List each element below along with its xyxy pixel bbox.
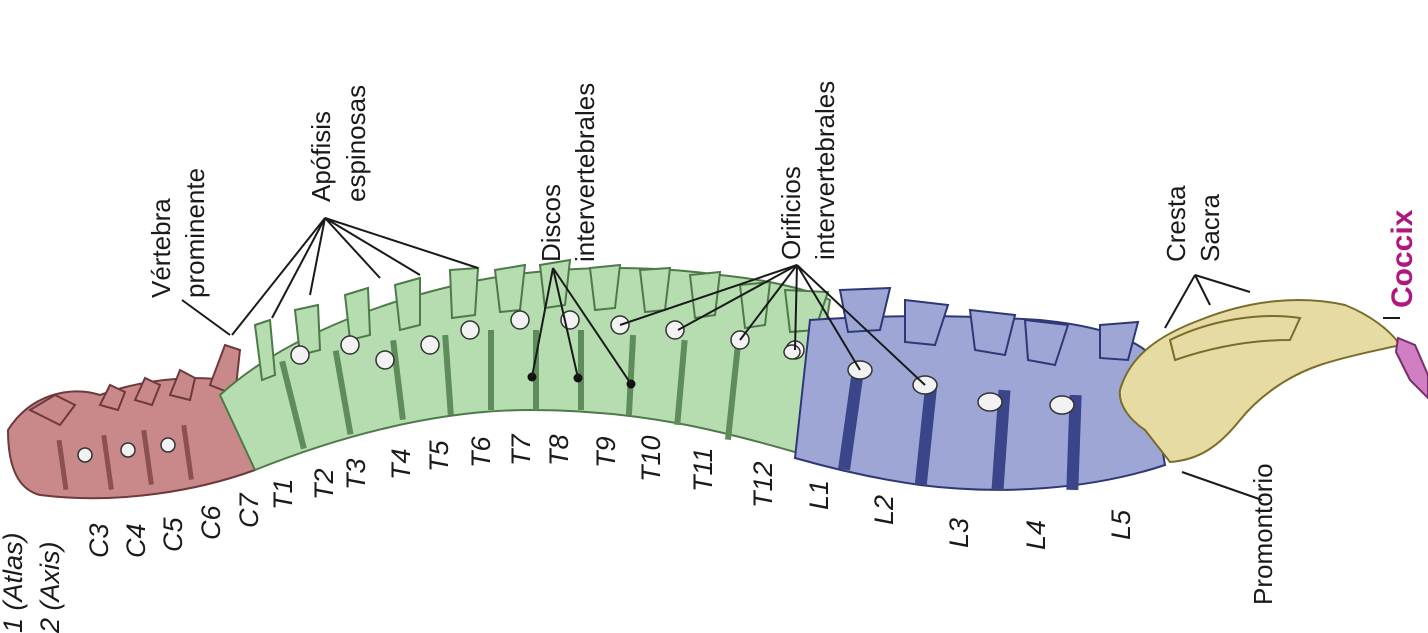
vertebra-label-t11: T11 bbox=[688, 447, 718, 492]
intervertebral-foramina-label-line1: Orificios bbox=[776, 166, 806, 260]
vertebra-label-c7: C7 bbox=[234, 493, 264, 528]
intervertebral-discs-label-line2: intervertebrales bbox=[570, 83, 600, 262]
sacral-crest-label-line1: Cresta bbox=[1161, 185, 1191, 262]
vertebra-label-l2: L2 bbox=[869, 495, 899, 525]
vertebra-label-t7: T7 bbox=[506, 434, 536, 466]
vertebra-label-c5: C5 bbox=[158, 517, 188, 552]
vertebra-label-c4: C4 bbox=[121, 523, 151, 558]
vertebra-label-t3: T3 bbox=[341, 458, 371, 490]
vertebra-label-t2: T2 bbox=[309, 468, 339, 500]
vertebra-prominens-label-line2: prominente bbox=[180, 168, 210, 298]
vertebra-label-c6: C6 bbox=[196, 505, 226, 540]
lumbar-region bbox=[784, 288, 1165, 490]
intervertebral-foramina-label-line2: intervertebrales bbox=[810, 81, 840, 260]
promontory-label: Promontorio bbox=[1248, 463, 1278, 605]
vertebra-label-c2: 2 (Axis) bbox=[35, 541, 65, 633]
coccyx-bone bbox=[1396, 338, 1428, 398]
vertebra-label-l4: L4 bbox=[1021, 520, 1051, 550]
vertebra-label-l1: L1 bbox=[804, 480, 834, 510]
vertebra-label-c3: C3 bbox=[84, 523, 114, 558]
sacral-crest-label-line2: Sacra bbox=[1195, 194, 1225, 262]
vertebra-label-t5: T5 bbox=[424, 440, 454, 472]
vertebra-label-c1: 1 (Atlas) bbox=[0, 532, 28, 633]
vertebra-label-t12: T12 bbox=[748, 461, 778, 508]
spinous-processes-label-line2: espinosas bbox=[341, 85, 371, 202]
vertebra-label-t1: T1 bbox=[268, 478, 298, 510]
vertebra-label-t8: T8 bbox=[544, 434, 574, 466]
vertebra-label-l3: L3 bbox=[944, 518, 974, 548]
sacrum bbox=[1120, 300, 1400, 462]
vertebra-label-t4: T4 bbox=[386, 448, 416, 480]
vertebra-label-t10: T10 bbox=[636, 435, 666, 482]
intervertebral-discs-label-line1: Discos bbox=[536, 184, 566, 262]
vertebra-label-l5: L5 bbox=[1106, 509, 1136, 540]
vertebra-label-t9: T9 bbox=[591, 436, 621, 468]
vertebra-prominens-label-line1: Vértebra bbox=[146, 198, 176, 298]
cervical-region bbox=[8, 345, 255, 498]
vertebra-label-t6: T6 bbox=[466, 436, 496, 468]
spinous-processes-label-line1: Apófisis bbox=[306, 111, 336, 202]
coccyx-label: Coccix bbox=[1386, 209, 1419, 308]
